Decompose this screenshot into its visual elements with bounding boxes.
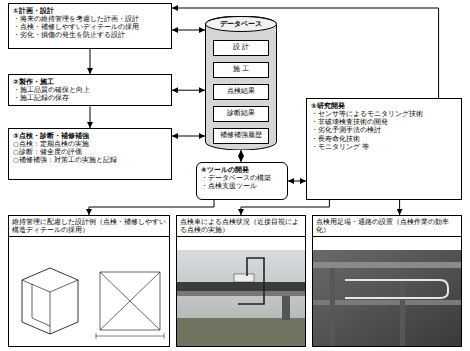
photo-caption: 点検車による点検状況（近接目視による点検の実施）: [177, 216, 305, 237]
bullet-text: ・劣化・損傷の発生を防止する設計: [13, 31, 167, 39]
record-box: 設 計: [213, 40, 269, 56]
connector-arrow: [241, 150, 242, 162]
bullet-text: ・モニタリング 等: [311, 143, 457, 151]
box-heading: 施 工: [215, 65, 267, 73]
connector-arrow: [399, 200, 400, 215]
photo-panel: 点検車による点検状況（近接目視による点検の実施）: [176, 215, 306, 347]
box-heading: ①計画・設計: [13, 7, 167, 15]
bullet-text: ・点検・補修しやすいディテールの採用: [13, 23, 167, 31]
walkway-photo: [313, 250, 461, 346]
bullet-text: ・非破壊検査技術の開発: [311, 118, 457, 126]
connector-arrow: [89, 200, 214, 215]
cylinder-body: [206, 16, 277, 150]
bullet-text: ・劣化予測手法の検討: [311, 126, 457, 134]
photo-panel: 点検用足場・通路の設置（点検作業の効率化）: [312, 215, 462, 347]
bullet-text: ・データベースの構築: [201, 174, 283, 182]
research-box: ⑤研究開発・センサ等によるモニタリング技術・非破壊検査技術の開発・劣化予測手法の…: [306, 98, 462, 200]
connector-arrow: [241, 200, 329, 215]
photo-panel: 維持管理に配慮した設計例（点検・補修しやすい構造ディテールの採用）: [8, 215, 170, 347]
connector-arrow: [288, 181, 306, 182]
connector-arrow: [90, 49, 91, 74]
box-heading: ③点検・診断・補修補強: [13, 132, 167, 140]
bullet-text: ・長寿命化技術: [311, 135, 457, 143]
record-box: 点検結果: [213, 84, 269, 100]
process-box: ②製作・施工・施工品質の確保と向上・施工記録の保存: [8, 74, 172, 106]
inspection-photo: [177, 250, 305, 346]
photo-caption: 点検用足場・通路の設置（点検作業の効率化）: [313, 216, 461, 237]
connector-arrow: [90, 106, 91, 128]
box-heading: ④ツールの開発: [201, 166, 283, 174]
box-heading: ②製作・施工: [13, 78, 167, 86]
bullet-text: ・センサ等によるモニタリング技術: [311, 110, 457, 118]
record-box: 補修補強履歴: [213, 128, 269, 144]
connector-arrow: [172, 30, 205, 31]
bullet-text: ・施工記録の保存: [13, 94, 167, 102]
bullet-text: ○補修補強：対策工の実施と記録: [13, 156, 167, 164]
box-heading: 補修補強履歴: [215, 131, 267, 139]
bullet-text: ・施工品質の確保と向上: [13, 86, 167, 94]
tool-box: ④ツールの開発・データベースの構築・点検支援ツール: [196, 162, 288, 200]
process-box: ③点検・診断・補修補強○点検：定期点検の実施○診断：健全度の評価○補修補強：対策…: [8, 128, 172, 180]
box-heading: 設 計: [215, 43, 267, 51]
box-heading: 点検結果: [215, 87, 267, 95]
record-box: 診断結果: [213, 106, 269, 122]
connector-arrow: [172, 136, 205, 137]
connector-arrow: [172, 90, 205, 91]
box-heading: ⑤研究開発: [311, 102, 457, 110]
bullet-text: ○診断：健全度の評価: [13, 148, 167, 156]
record-box: 施 工: [213, 62, 269, 78]
process-box: ①計画・設計・将来の維持管理を考慮した計画・設計・点検・補修しやすいディテールの…: [8, 3, 172, 49]
photo-caption: 維持管理に配慮した設計例（点検・補修しやすい構造ディテールの採用）: [9, 216, 169, 237]
database-cylinder: データベース設 計施 工点検結果診断結果補修補強履歴: [205, 16, 277, 150]
bullet-text: ・点検支援ツール: [201, 182, 283, 190]
bullet-text: ・将来の維持管理を考慮した計画・設計: [13, 15, 167, 23]
box-heading: データベース: [205, 16, 277, 28]
bullet-text: ○点検：定期点検の実施: [13, 140, 167, 148]
design-sketch: [22, 268, 164, 339]
cylinder-top: [206, 17, 277, 32]
box-heading: 診断結果: [215, 109, 267, 117]
